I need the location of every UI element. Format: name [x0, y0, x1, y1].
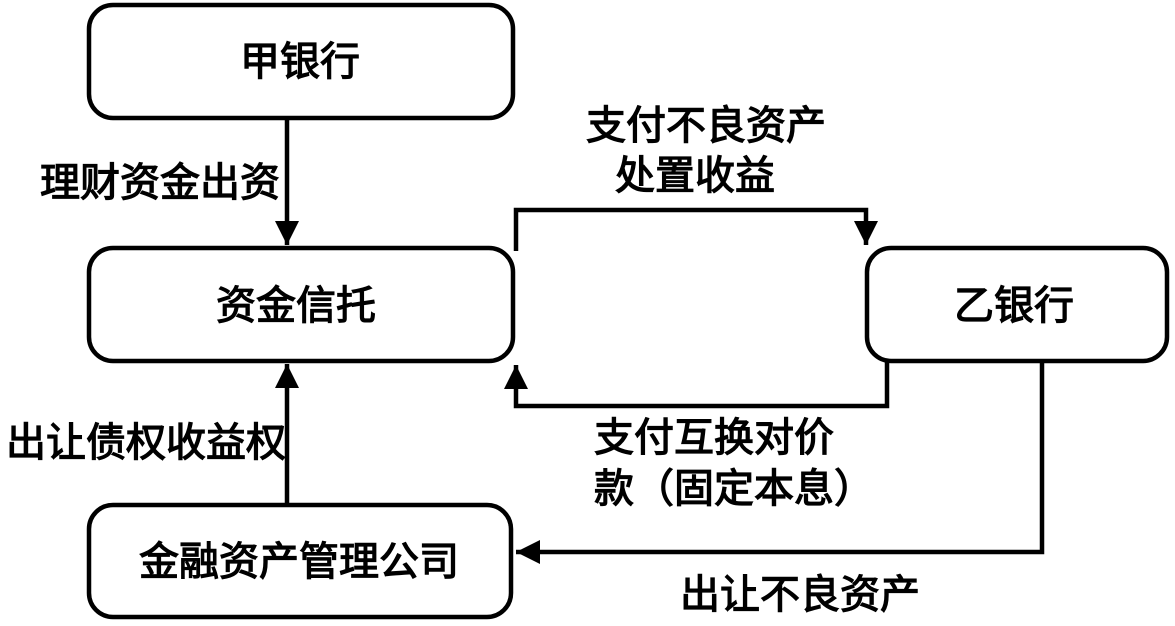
- label-pay-swap-consideration: 支付互换对价 款（固定本息）: [594, 414, 874, 512]
- arrow-bank-b-to-fund-trust: [504, 361, 890, 409]
- label-transfer-income-rights: 出让债权收益权: [6, 419, 286, 466]
- bank-b-box: [864, 245, 1170, 364]
- bank-a-label: 甲银行: [240, 38, 360, 85]
- fund-trust-box: [86, 245, 516, 364]
- amc-label: 金融资产管理公司: [138, 538, 459, 585]
- node-fund-trust: 资金信托: [86, 245, 516, 364]
- label-transfer-npl: 出让不良资产: [680, 571, 920, 618]
- bank-a-box: [86, 2, 516, 121]
- arrow-fund-trust-to-bank-b: [513, 207, 878, 251]
- bank-b-label: 乙银行: [954, 282, 1074, 329]
- node-bank-a: 甲银行: [86, 2, 516, 121]
- label-pay-npl-proceeds-line2: 处置收益: [615, 152, 775, 199]
- label-pay-swap-consideration-line2: 款（固定本息）: [594, 465, 874, 512]
- node-amc: 金融资产管理公司: [86, 502, 514, 620]
- label-wealth-funding: 理财资金出资: [40, 159, 280, 206]
- node-bank-b: 乙银行: [864, 245, 1170, 364]
- label-pay-swap-consideration-line1: 支付互换对价: [594, 414, 834, 461]
- label-pay-npl-proceeds-line1: 支付不良资产: [586, 102, 826, 149]
- arrow-bank-b-to-amc: [516, 361, 1045, 564]
- fund-trust-label: 资金信托: [216, 282, 376, 329]
- amc-box: [86, 502, 514, 620]
- label-pay-npl-proceeds: 支付不良资产 处置收益: [586, 102, 826, 199]
